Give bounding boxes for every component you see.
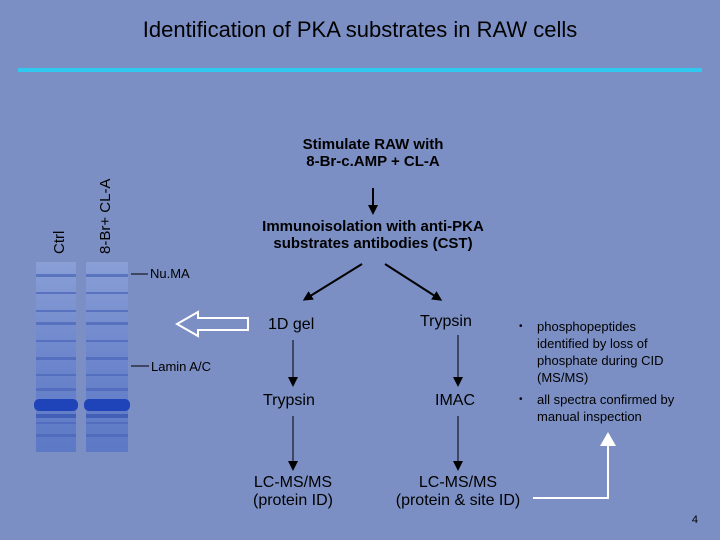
label-numa: Nu.MA [150,266,190,281]
note-item: • phosphopeptides identified by loss of … [519,319,664,385]
page-number: 4 [691,514,698,526]
arrow-lcms-to-bullets [533,436,609,499]
label-lamin: Lamin A/C [151,359,211,374]
step-1d-gel: 1D gel [268,316,315,333]
note-item: • all spectra confirmed by manual inspec… [519,392,675,424]
step-imac: IMAC [435,392,475,409]
arrow-immuno-to-trypsin [384,263,443,301]
arrow-immuno-to-gel [302,263,363,301]
step-trypsin-left: Trypsin [263,392,315,409]
slide-title: Identification of PKA substrates in RAW … [142,17,578,42]
step-immunoisolation: Immunoisolation with anti-PKA substrates… [262,218,484,252]
step-stimulate: Stimulate RAW with 8-Br-c.AMP + CL-A [302,136,444,170]
title-divider [18,68,702,72]
gel-image [30,262,132,452]
step-lcms-site: LC-MS/MS (protein & site ID) [395,474,521,509]
arrow-block-left [174,310,249,338]
notes-list: • phosphopeptides identified by loss of … [515,318,715,430]
step-lcms-protein: LC-MS/MS (protein ID) [252,474,334,509]
step-trypsin-right: Trypsin [420,313,472,330]
